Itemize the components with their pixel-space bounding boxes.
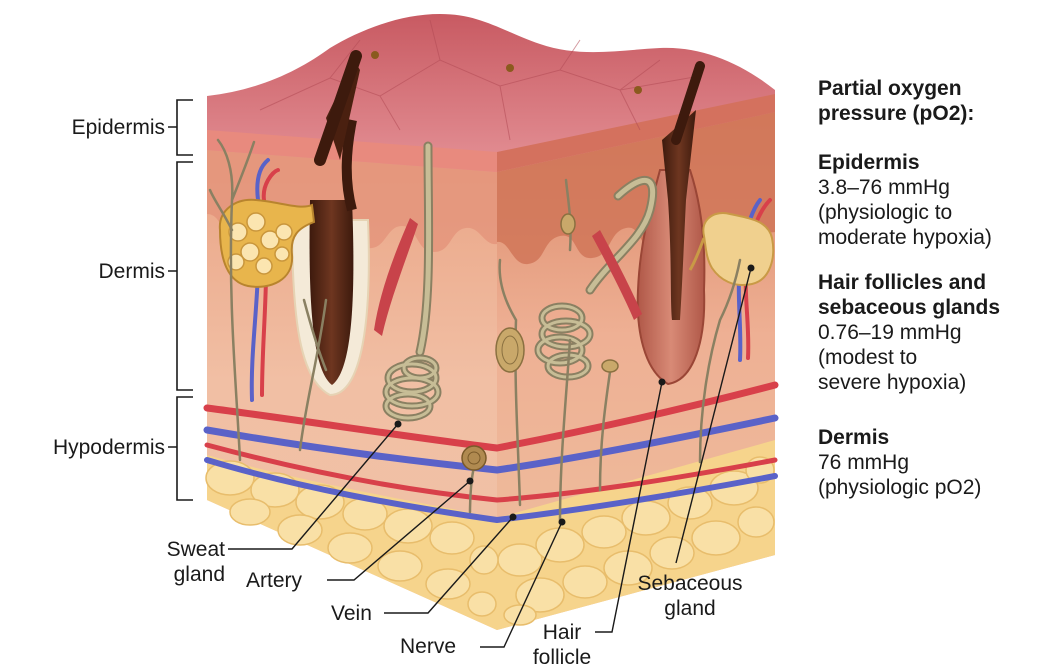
hypodermis-label: Hypodermis (53, 435, 165, 460)
legend-dermis: Dermis 76 mmHg (physiologic pO2) (818, 425, 1033, 500)
hypodermis-bracket (168, 397, 193, 500)
legend-hair-follicles-heading: Hair follicles and (818, 270, 1033, 295)
legend-epidermis: Epidermis 3.8–76 mmHg (physiologic to mo… (818, 150, 1033, 250)
legend-title: Partial oxygen pressure (pO2): (818, 76, 1033, 126)
oxygen-pressure-legend: Partial oxygen pressure (pO2): Epidermis… (818, 76, 1033, 520)
legend-dermis-heading: Dermis (818, 425, 1033, 450)
artery-label: Artery (246, 568, 302, 593)
epidermis-bracket (168, 100, 193, 155)
layer-brackets (168, 100, 193, 500)
sebaceous-gland-label: Sebaceous gland (630, 571, 750, 621)
legend-epidermis-heading: Epidermis (818, 150, 1033, 175)
block-right-face (497, 94, 775, 630)
dermis-bracket (168, 162, 193, 390)
vein-label: Vein (331, 601, 372, 626)
hair-follicle-label: Hair follicle (527, 620, 597, 670)
legend-hair-follicles: Hair follicles and sebaceous glands 0.76… (818, 270, 1033, 395)
sweat-gland-label: Sweat gland (167, 537, 225, 587)
dermis-label: Dermis (99, 259, 166, 284)
nerve-label: Nerve (400, 634, 456, 659)
epidermis-label: Epidermis (72, 115, 165, 140)
